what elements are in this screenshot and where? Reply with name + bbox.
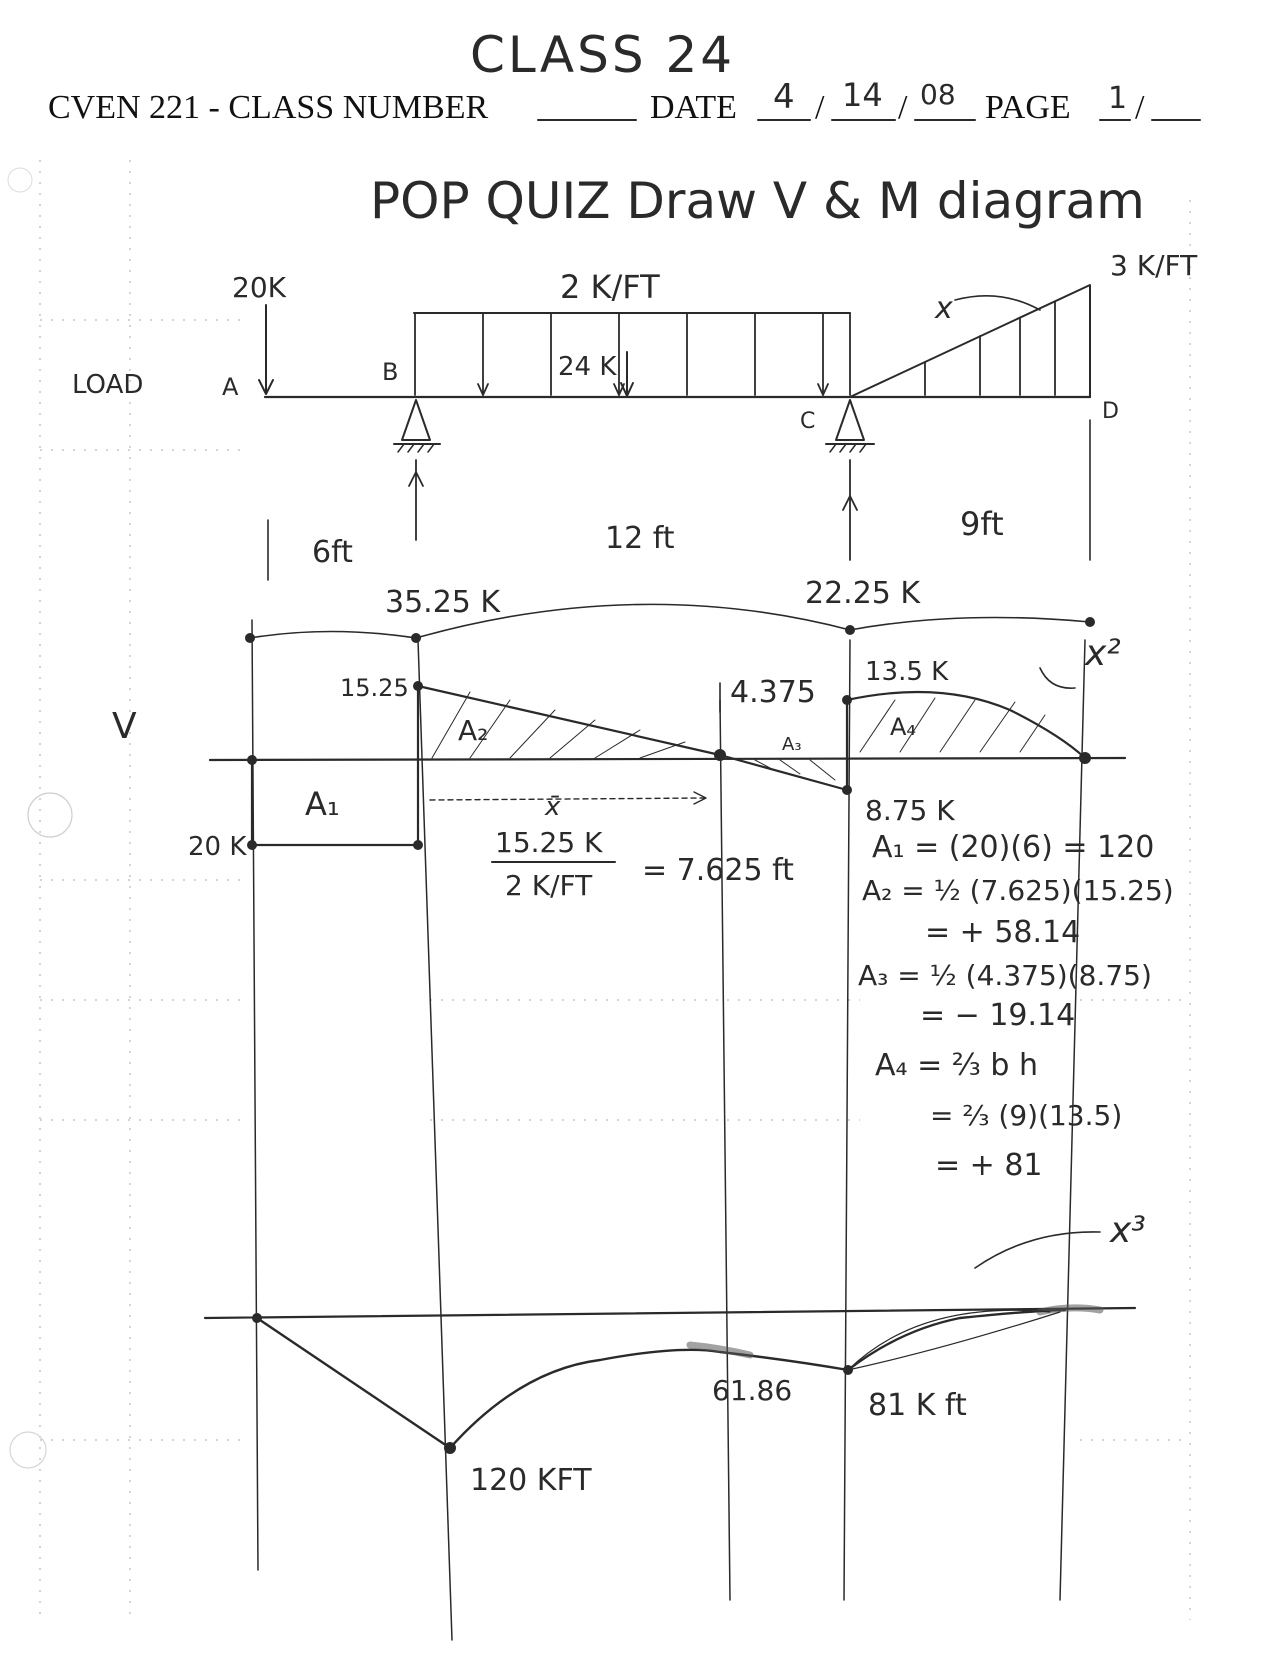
- xbar-result: = 7.625 ft: [642, 853, 794, 888]
- shear-zero-length: 4.375: [730, 675, 816, 710]
- class-title: CLASS 24: [470, 26, 735, 84]
- page-label: PAGE: [985, 89, 1071, 126]
- shear-curve: [250, 684, 1087, 847]
- shear-value-b: 15.25: [340, 674, 409, 702]
- reaction-b-label: 35.25 K: [385, 585, 501, 620]
- span-bc-label: 12 ft: [605, 521, 675, 556]
- header: CLASS 24 CVEN 221 - CLASS NUMBER DATE 4 …: [48, 26, 1201, 230]
- svg-text:/: /: [898, 89, 908, 126]
- moment-value-c: 81 K ft: [868, 1388, 967, 1423]
- point-d-label: D: [1102, 399, 1119, 424]
- svg-text:/: /: [815, 89, 825, 126]
- svg-text:/: /: [1135, 89, 1145, 126]
- date-year: 08: [920, 78, 956, 111]
- load-row-label: LOAD: [72, 370, 143, 400]
- shear-value-c-plus: 13.5 K: [865, 657, 949, 687]
- calc-line: A₂ = ½ (7.625)(15.25): [862, 874, 1174, 907]
- point-b-label: B: [382, 358, 398, 386]
- curve-order-v-label: x²: [1084, 633, 1121, 674]
- calc-line: = − 19.14: [920, 998, 1075, 1033]
- area-calculations: A₁ = (20)(6) = 120 A₂ = ½ (7.625)(15.25)…: [858, 830, 1174, 1183]
- calc-line: A₃ = ½ (4.375)(8.75): [858, 959, 1152, 992]
- calc-line: = + 58.14: [925, 915, 1080, 950]
- span-cd-label: 9ft: [960, 505, 1004, 543]
- date-month: 4: [773, 77, 795, 117]
- area-3-label: A₃: [782, 734, 802, 755]
- udl-label: 2 K/FT: [560, 268, 660, 306]
- point-a-label: A: [222, 373, 239, 401]
- curve-note: x: [934, 291, 953, 326]
- udl-arrows: [414, 312, 851, 396]
- shear-value-c-minus: 8.75 K: [865, 794, 955, 827]
- moment-value-b: 120 KFT: [470, 1463, 592, 1498]
- xbar-numerator: 15.25 K: [495, 826, 603, 859]
- xbar-label: x̄: [544, 792, 561, 822]
- page-number: 1: [1108, 81, 1127, 116]
- triangular-load-label: 3 K/FT: [1110, 249, 1198, 282]
- shear-diagram: V 20 K 15.25 13.5 K: [112, 657, 1127, 902]
- calc-line: A₄ = ⅔ b h: [875, 1048, 1038, 1083]
- date-day: 14: [842, 76, 883, 114]
- pin-support-b: [393, 399, 441, 541]
- triangular-load: [849, 284, 1091, 398]
- pin-support-c: [825, 399, 875, 561]
- xbar-denominator: 2 K/FT: [505, 869, 593, 902]
- grid-paper-background: [7, 160, 1191, 1620]
- calc-line: = + 81: [935, 1148, 1043, 1183]
- point-c-label: C: [800, 409, 815, 434]
- area-4-label: A₄: [890, 713, 916, 741]
- curve-order-m-label: x³: [1109, 1210, 1146, 1251]
- moment-baseline: [203, 1306, 1137, 1320]
- quiz-title: POP QUIZ Draw V & M diagram: [370, 172, 1145, 230]
- area-1-label: A₁: [305, 785, 340, 823]
- header-label: CVEN 221 - CLASS NUMBER: [48, 89, 488, 126]
- span-ab-label: 6ft: [312, 535, 353, 570]
- reaction-c-label: 22.25 K: [805, 576, 921, 611]
- shear-baseline: [208, 756, 1127, 762]
- shear-label: V: [112, 706, 137, 747]
- point-load-label: 20K: [232, 271, 287, 304]
- shear-value-a: 20 K: [188, 832, 247, 862]
- moment-diagram: x³ 120 KFT 61.86 81 K ft: [203, 1210, 1146, 1498]
- area-2-label: A₂: [458, 714, 488, 747]
- moment-curve: [255, 1308, 1067, 1450]
- calc-line: A₁ = (20)(6) = 120: [872, 830, 1154, 865]
- guide-lines: [251, 619, 1086, 1641]
- moment-value-max: 61.86: [712, 1374, 792, 1407]
- calc-line: = ⅔ (9)(13.5): [930, 1099, 1122, 1132]
- load-diagram: LOAD A B C D 20K 2 K/FT 24 K: [72, 249, 1198, 689]
- udl-resultant-label: 24 K: [558, 352, 617, 382]
- date-label: DATE: [650, 89, 737, 126]
